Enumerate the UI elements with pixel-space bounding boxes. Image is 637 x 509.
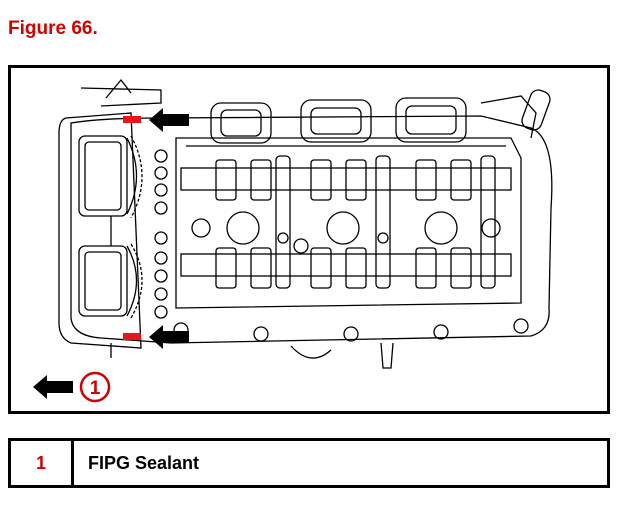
cam-lobes-lower — [215, 247, 472, 289]
bearing-caps — [275, 155, 496, 289]
head-outline — [70, 115, 553, 344]
callout-number: 1 — [90, 378, 101, 399]
cam-lobes-upper — [215, 159, 472, 201]
legend-label: FIPG Sealant — [88, 452, 200, 473]
figure-title: Figure 66. — [8, 18, 98, 39]
pointer-arrow-top — [149, 108, 189, 132]
callout-arrow — [33, 375, 73, 399]
callout-circle — [79, 371, 111, 403]
timing-cover-outline — [58, 112, 142, 349]
diagram-frame: 1 — [8, 65, 610, 414]
engine-head-drawing: 1 — [33, 78, 553, 403]
sealant-mark-top — [123, 116, 141, 123]
legend-number: 1 — [11, 441, 74, 485]
plug-bores — [191, 211, 501, 245]
cam-gears — [78, 135, 143, 319]
legend-table: 1 FIPG Sealant — [8, 438, 610, 488]
intake-ports — [210, 89, 551, 144]
pointer-arrow-bottom — [149, 325, 189, 349]
bolt-column — [154, 149, 168, 319]
sealant-mark-bottom — [123, 333, 141, 340]
